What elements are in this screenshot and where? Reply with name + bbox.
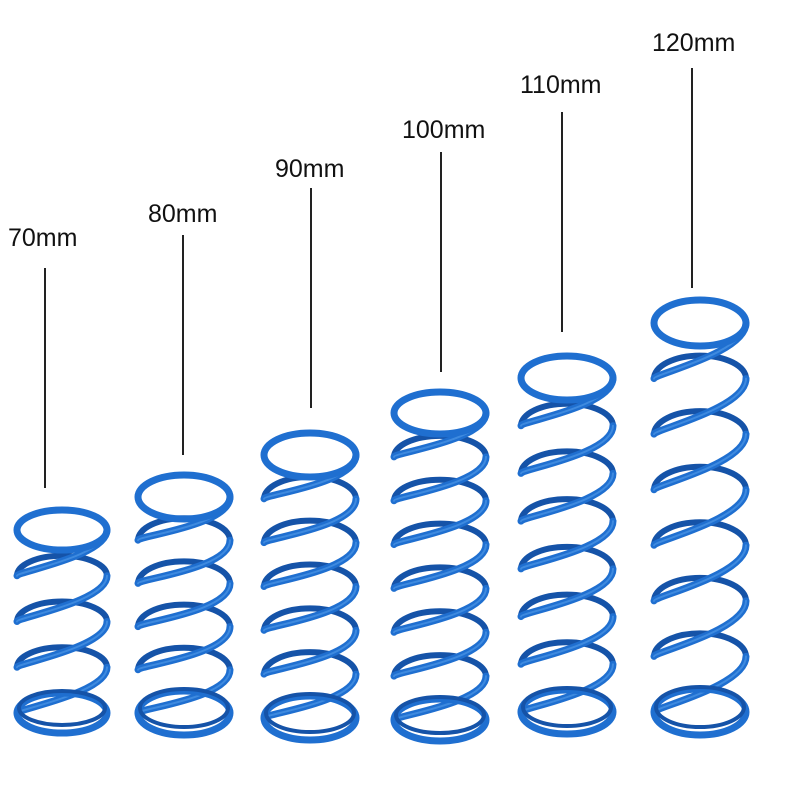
coil-back (518, 496, 616, 525)
spring (13, 506, 111, 737)
coil-highlight (137, 625, 231, 671)
coil-highlight (520, 615, 614, 666)
coil-back (651, 574, 749, 604)
spring-length-label: 90mm (275, 155, 344, 183)
coil-back (651, 352, 749, 382)
bottom-ring-inner (521, 686, 613, 728)
coil-back (391, 476, 489, 504)
bottom-ring-inner (17, 689, 107, 727)
coil-highlight (137, 582, 231, 628)
coil-highlight (263, 497, 357, 544)
coil-highlight (263, 629, 357, 676)
spring-length-label: 80mm (148, 200, 217, 228)
coil-highlight (653, 377, 747, 436)
spring-group-1: 70mm (8, 224, 111, 737)
coil-back (14, 552, 110, 579)
coil-highlight (653, 599, 747, 658)
coil-back (651, 408, 749, 438)
bottom-ring-inner (264, 692, 356, 734)
coil-highlight (263, 541, 357, 588)
coil-back (518, 448, 616, 477)
coil-back (14, 598, 110, 625)
coil-back (651, 463, 749, 493)
coil-back (651, 630, 749, 660)
coil-back (261, 649, 359, 678)
spring (260, 429, 360, 744)
coil-back (391, 520, 489, 548)
top-ring (260, 429, 360, 481)
coil-back (391, 608, 489, 636)
coil-back (651, 519, 749, 549)
top-ring (13, 506, 111, 554)
coil-highlight (393, 543, 487, 590)
coil-highlight (520, 424, 614, 475)
spring-group-5: 110mm (517, 71, 617, 738)
coil-highlight (263, 585, 357, 632)
coil-highlight (393, 499, 487, 546)
spring-group-4: 100mm (390, 116, 490, 745)
spring (517, 352, 617, 738)
coil-back (135, 644, 233, 673)
spring (650, 296, 750, 739)
coil-highlight (520, 567, 614, 618)
coil-back (518, 400, 616, 429)
spring-group-2: 80mm (134, 200, 234, 739)
spring-length-label: 70mm (8, 224, 77, 252)
bottom-ring-inner (654, 685, 746, 729)
coil-back (261, 517, 359, 546)
coil-back (261, 561, 359, 590)
coil-highlight (653, 544, 747, 602)
spring-group-3: 90mm (260, 155, 360, 744)
coil-highlight (16, 620, 108, 669)
spring-length-label: 110mm (520, 71, 602, 99)
spring (134, 471, 234, 739)
coil-highlight (653, 433, 747, 491)
top-ring (390, 388, 490, 438)
spring-length-label: 100mm (402, 116, 485, 144)
top-ring (650, 296, 750, 350)
top-ring (517, 352, 617, 404)
coil-highlight (393, 587, 487, 634)
coil-back (135, 558, 233, 587)
spring-group-6: 120mm (650, 29, 750, 739)
coil-highlight (653, 488, 747, 547)
coil-back (518, 639, 616, 668)
coil-highlight (520, 520, 614, 570)
coil-back (391, 564, 489, 592)
coil-back (391, 652, 489, 680)
coil-highlight (137, 539, 231, 585)
coil-highlight (393, 455, 487, 502)
coil-highlight (520, 472, 614, 523)
top-ring (134, 471, 234, 523)
bottom-ring-inner (394, 695, 486, 735)
coil-back (261, 605, 359, 634)
coil-back (518, 543, 616, 572)
coil-highlight (393, 631, 487, 678)
spring (390, 388, 490, 745)
coil-back (135, 601, 233, 630)
bottom-ring-inner (138, 687, 230, 729)
spring-length-label: 120mm (652, 29, 735, 57)
coil-highlight (16, 574, 108, 623)
coil-back (14, 644, 110, 671)
coil-back (518, 591, 616, 620)
